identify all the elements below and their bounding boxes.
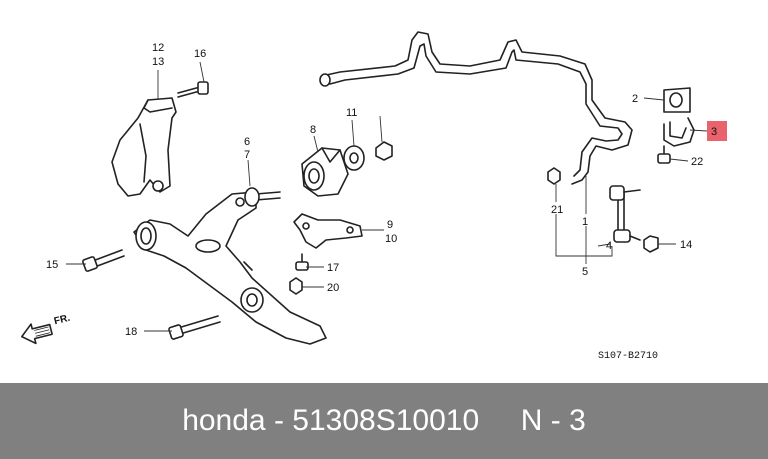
callout-3-highlight [707,121,727,141]
nut-21[interactable] [547,167,561,185]
callout-2: 2 [632,93,638,105]
leader-lines [66,61,708,332]
parts-diagram: 12 13 16 6 7 8 11 9 10 15 17 20 18 2 3 2… [20,31,727,362]
callout-13: 13 [152,56,164,68]
callout-16: 16 [194,48,206,60]
nut-14[interactable] [643,235,659,253]
bolt-18[interactable] [168,315,221,340]
front-direction-arrow-icon [20,323,53,345]
callout-3: 3 [711,126,717,138]
callout-11: 11 [346,107,357,119]
callout-7: 7 [244,149,250,161]
callout-4: 4 [606,240,612,252]
nut-19[interactable] [375,141,393,161]
callout-15: 15 [46,259,58,271]
diagram-code: S107-B2710 [598,351,658,362]
compliance-bushing[interactable] [301,147,349,197]
callout-22: 22 [691,156,703,168]
bushing-holder[interactable] [663,117,695,147]
footer-text: honda - 51308S10010 N - 3 [182,404,586,437]
bracket[interactable] [293,213,363,249]
callout-21: 21 [551,204,563,216]
bolt-22[interactable] [657,145,671,164]
callout-12: 12 [152,42,164,54]
callout-10: 10 [385,233,397,245]
callout-18: 18 [125,326,137,338]
bolt-16[interactable] [177,81,209,98]
knuckle[interactable] [111,97,177,197]
callout-14: 14 [680,239,692,251]
stabilizer-bushing[interactable] [663,87,691,113]
stabilizer-link[interactable] [609,185,641,243]
ball-joint[interactable] [244,187,281,207]
nut-20[interactable] [289,277,303,295]
footer-bar: honda - 51308S10010 N - 3 [0,383,768,459]
stabilizer-bar[interactable] [319,31,633,185]
parts-diagram-svg: 12 13 16 6 7 8 11 9 10 15 17 20 18 2 3 2… [20,31,727,362]
callout-1: 1 [582,216,588,228]
callout-5: 5 [582,266,588,278]
washer-11[interactable] [343,145,365,171]
callout-20: 20 [327,282,339,294]
callout-17: 17 [327,262,339,274]
callout-9: 9 [387,219,393,231]
direction-label: FR. [53,313,72,328]
lower-arm[interactable] [133,191,327,345]
callout-6: 6 [244,136,250,148]
bolt-17[interactable] [295,253,309,271]
bolt-15[interactable] [82,249,125,272]
callout-8: 8 [310,124,316,136]
